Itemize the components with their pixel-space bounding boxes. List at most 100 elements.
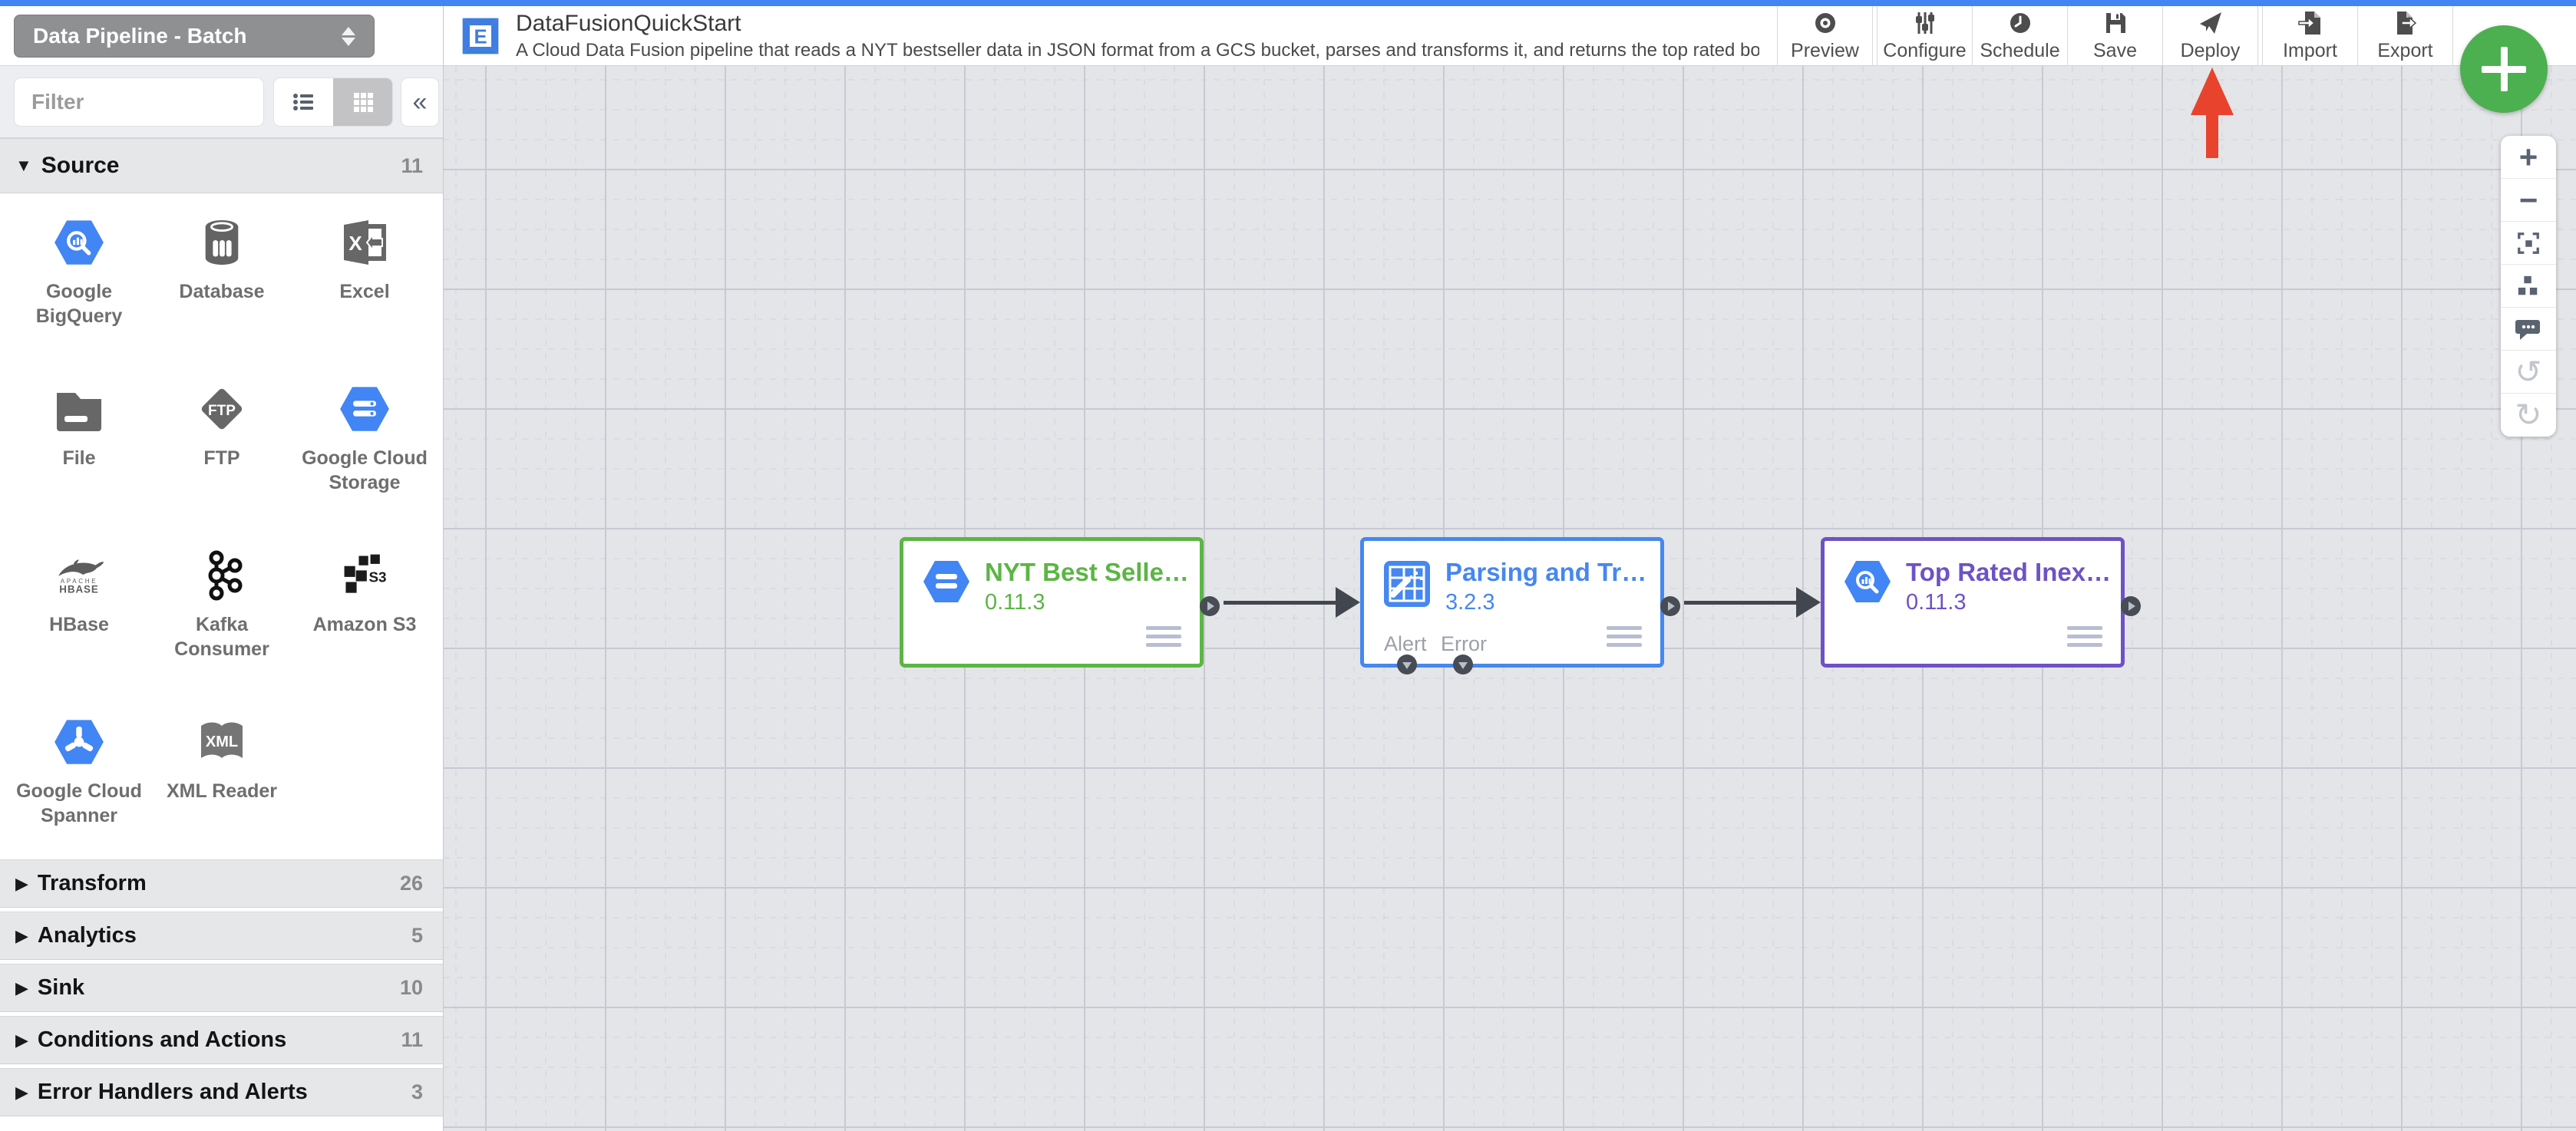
- comment-icon: [2515, 319, 2540, 340]
- redo-button[interactable]: ↻: [2501, 394, 2556, 437]
- error-port-label: Error: [1441, 632, 1487, 655]
- red-up-arrow-annotation: [2191, 68, 2234, 160]
- zoom-in-icon: +: [2518, 138, 2538, 175]
- svg-text:S3: S3: [368, 570, 386, 586]
- data-fusion-logo: E: [462, 18, 499, 54]
- connection-line[interactable]: [1684, 601, 1799, 605]
- plugin-kafka-consumer[interactable]: Kafka Consumer: [150, 549, 293, 716]
- pipeline-canvas[interactable]: NYT Best Selle… 0.11.3 Parsing an: [444, 66, 2576, 1131]
- sidebar-section-sink[interactable]: ▶ Sink 10: [0, 964, 443, 1012]
- node-title: Top Rated Inex…: [1906, 558, 2112, 586]
- plugin-google-cloud-storage[interactable]: Google Cloud Storage: [293, 383, 436, 549]
- section-count-badge: 3: [411, 1080, 423, 1103]
- connection-line[interactable]: [1224, 601, 1339, 605]
- output-port[interactable]: [2120, 595, 2142, 617]
- save-floppy-icon: [2105, 13, 2125, 33]
- source-plugin-grid: Google BigQuery Database X: [0, 193, 443, 859]
- svg-text:FTP: FTP: [208, 403, 236, 419]
- select-updown-icon: [342, 26, 355, 46]
- top-accent-bar: [0, 0, 2576, 6]
- plugin-google-bigquery[interactable]: Google BigQuery: [8, 216, 150, 383]
- preview-button[interactable]: Preview: [1778, 6, 1872, 66]
- node-title: NYT Best Selle…: [985, 558, 1189, 586]
- schedule-button[interactable]: Schedule: [1973, 6, 2067, 66]
- chevron-right-icon: ▶: [15, 1082, 28, 1102]
- database-icon: [196, 216, 248, 269]
- plugin-xml-reader[interactable]: XML XML Reader: [150, 716, 293, 882]
- connection-arrowhead: [1796, 587, 1821, 618]
- output-port[interactable]: [1199, 595, 1220, 617]
- section-count-badge: 11: [401, 153, 423, 177]
- import-button[interactable]: Import: [2263, 6, 2357, 66]
- chevron-right-icon: ▶: [15, 925, 28, 945]
- sidebar-section-error-handlers[interactable]: ▶ Error Handlers and Alerts 3: [0, 1068, 443, 1116]
- plugin-google-cloud-spanner[interactable]: Google Cloud Spanner: [8, 716, 150, 882]
- section-count-badge: 5: [411, 924, 423, 947]
- list-view-button[interactable]: [274, 78, 333, 126]
- pipeline-toolbar: Preview Configure Schedule: [1777, 6, 2453, 66]
- sidebar-collapse-button[interactable]: «: [401, 77, 439, 127]
- sidebar-section-conditions-actions[interactable]: ▶ Conditions and Actions 11: [0, 1016, 443, 1064]
- node-menu-button[interactable]: [2067, 626, 2102, 647]
- svg-text:X: X: [348, 232, 362, 255]
- canvas-controls-panel: + − ↺ ↻: [2501, 136, 2556, 437]
- plugin-ftp[interactable]: FTP FTP: [150, 383, 293, 549]
- file-folder-icon: [53, 383, 105, 435]
- s3-icon: S3: [339, 549, 391, 602]
- pipeline-description: A Cloud Data Fusion pipeline that reads …: [516, 40, 1759, 61]
- node-nyt-best-sellers[interactable]: NYT Best Selle… 0.11.3: [900, 537, 1220, 668]
- spanner-icon: [53, 716, 105, 768]
- plugin-hbase[interactable]: APACHE HBASE HBase: [8, 549, 150, 716]
- chevron-right-icon: ▶: [15, 978, 28, 997]
- node-top-rated-sink[interactable]: Top Rated Inex… 0.11.3: [1821, 537, 2141, 668]
- gcs-icon: [339, 383, 391, 435]
- svg-text:E: E: [474, 26, 487, 48]
- collapsed-sections: ▶ Transform 26 ▶ Analytics 5 ▶ Sink 10 ▶…: [0, 859, 443, 1116]
- fit-to-screen-button[interactable]: [2501, 222, 2556, 265]
- node-menu-button[interactable]: [1146, 626, 1181, 647]
- node-menu-button[interactable]: [1607, 626, 1642, 647]
- plugin-excel[interactable]: X Excel: [293, 216, 436, 383]
- pipeline-type-select[interactable]: Data Pipeline - Batch: [14, 15, 375, 58]
- node-parsing-transform[interactable]: Parsing and Tr… 3.2.3 Alert Error: [1360, 537, 1680, 674]
- alert-port-label: Alert: [1384, 632, 1427, 655]
- sidebar-section-analytics[interactable]: ▶ Analytics 5: [0, 912, 443, 960]
- connection-arrowhead: [1336, 587, 1360, 618]
- preview-eye-icon: [1815, 13, 1835, 33]
- comment-button[interactable]: [2501, 308, 2556, 351]
- zoom-in-button[interactable]: +: [2501, 136, 2556, 179]
- toolbar-divider: [2452, 6, 2453, 66]
- sidebar-section-source[interactable]: ▼ Source 11: [0, 138, 443, 193]
- toolbar-divider: [1972, 6, 1973, 66]
- chevron-right-icon: ▶: [15, 1030, 28, 1050]
- view-toggle: [273, 77, 393, 127]
- plugin-amazon-s3[interactable]: S3 Amazon S3: [293, 549, 436, 716]
- grid-view-button[interactable]: [333, 78, 392, 126]
- plugin-file[interactable]: File: [8, 383, 150, 549]
- bigquery-icon: [1843, 559, 1892, 608]
- section-count-badge: 11: [401, 1028, 423, 1051]
- add-pipeline-button[interactable]: [2460, 25, 2548, 113]
- alert-port[interactable]: [1396, 654, 1418, 675]
- filter-input[interactable]: [14, 77, 264, 127]
- node-version: 0.11.3: [985, 590, 1045, 615]
- grid-view-icon: [353, 93, 373, 112]
- undo-button[interactable]: ↺: [2501, 351, 2556, 394]
- output-port[interactable]: [1660, 595, 1681, 617]
- zoom-out-button[interactable]: −: [2501, 179, 2556, 222]
- deploy-button[interactable]: Deploy: [2163, 6, 2257, 66]
- pipeline-type-value: Data Pipeline - Batch: [33, 24, 247, 48]
- export-button[interactable]: Export: [2358, 6, 2452, 66]
- error-port[interactable]: [1452, 654, 1474, 675]
- toolbar-divider: [2162, 6, 2163, 66]
- save-button[interactable]: Save: [2068, 6, 2162, 66]
- plugin-database[interactable]: Database: [150, 216, 293, 383]
- canvas-grid: [444, 66, 2576, 1131]
- auto-align-button[interactable]: [2501, 265, 2556, 308]
- svg-text:HBASE: HBASE: [59, 583, 98, 595]
- pipeline-header: E DataFusionQuickStart A Cloud Data Fusi…: [444, 6, 2576, 66]
- svg-text:APACHE: APACHE: [61, 578, 98, 585]
- configure-button[interactable]: Configure: [1878, 6, 1972, 66]
- deploy-plane-icon: [2199, 12, 2221, 34]
- sidebar-section-transform[interactable]: ▶ Transform 26: [0, 859, 443, 908]
